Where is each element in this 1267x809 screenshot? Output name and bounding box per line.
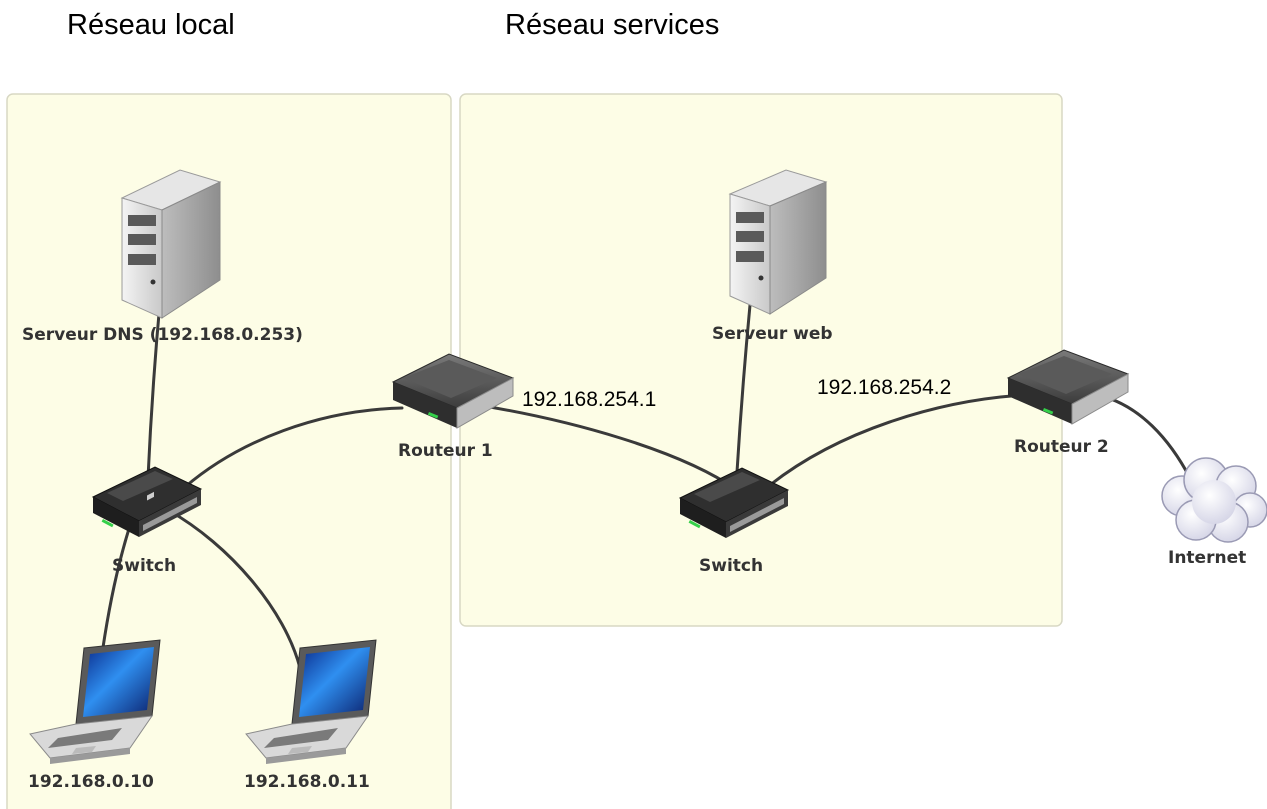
- cable-router2-internet: [1096, 393, 1192, 480]
- router-1-label: Routeur 1: [398, 441, 493, 461]
- router-2-ip: 192.168.254.2: [817, 376, 951, 399]
- router-2-label: Routeur 2: [1014, 437, 1109, 457]
- cable-router1-switch: [476, 403, 739, 492]
- cloud-icon[interactable]: [1161, 457, 1267, 543]
- zone-services: [459, 93, 1063, 627]
- laptop-icon[interactable]: [29, 639, 161, 764]
- cable-switch-router2: [768, 393, 1027, 487]
- router-icon[interactable]: [391, 353, 515, 429]
- switch-icon[interactable]: [91, 466, 203, 537]
- zone-local: [6, 93, 452, 809]
- router-1-ip: 192.168.254.1: [522, 388, 656, 411]
- zone-local-title: Réseau local: [67, 9, 235, 41]
- cable-switch-laptop2: [166, 508, 302, 670]
- router-icon[interactable]: [1006, 349, 1130, 425]
- switch-local-label: Switch: [112, 556, 176, 576]
- cable-dns-switch: [146, 300, 162, 480]
- switch-icon[interactable]: [678, 467, 790, 538]
- laptop-icon[interactable]: [245, 639, 377, 764]
- laptop-1-label: 192.168.0.10: [28, 772, 154, 792]
- zone-services-title: Réseau services: [505, 9, 719, 41]
- server-icon[interactable]: [120, 169, 222, 319]
- laptop-2-label: 192.168.0.11: [244, 772, 370, 792]
- internet-label: Internet: [1168, 548, 1246, 568]
- server-icon[interactable]: [728, 169, 828, 315]
- switch-services-label: Switch: [699, 556, 763, 576]
- dns-server-label: Serveur DNS (192.168.0.253): [22, 325, 303, 345]
- cable-web-switch: [735, 303, 752, 474]
- web-server-label: Serveur web: [712, 324, 833, 344]
- cable-switch-router1: [183, 406, 404, 489]
